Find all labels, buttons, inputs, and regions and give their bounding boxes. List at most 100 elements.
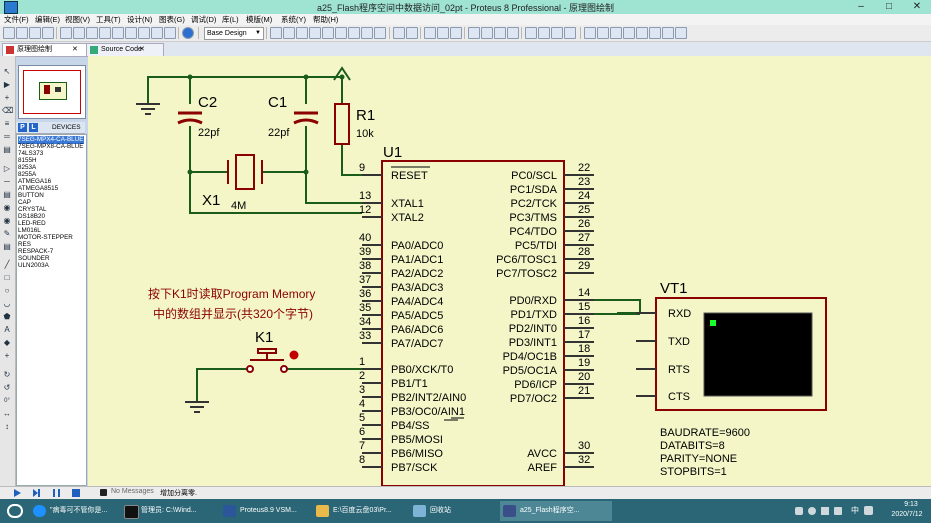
close-tab-icon[interactable]: ✕	[139, 46, 145, 53]
probe-mode-icon[interactable]: ✎	[3, 229, 11, 238]
taskbar-item-browser[interactable]: "病毒可不管你是...	[30, 501, 138, 521]
label-mode-icon[interactable]: ⌫	[2, 106, 14, 115]
device-list-item[interactable]: 74LS373	[18, 150, 44, 157]
step-icon[interactable]	[33, 489, 41, 497]
menu-help[interactable]: 帮助(H)	[313, 15, 339, 24]
package-tool-icon[interactable]	[551, 27, 563, 39]
pause-icon[interactable]	[53, 489, 60, 497]
start-button[interactable]	[3, 501, 27, 521]
electrical-rule-check-icon[interactable]	[675, 27, 687, 39]
save-icon[interactable]	[29, 27, 41, 39]
messages-status[interactable]: No Messages	[111, 488, 154, 495]
schematic-icon[interactable]	[73, 27, 85, 39]
wire-autorouter-icon[interactable]	[584, 27, 596, 39]
device-list-item[interactable]: ATMEGA8515	[18, 185, 59, 192]
block-rotate-icon[interactable]	[494, 27, 506, 39]
stop-icon[interactable]	[72, 489, 80, 497]
grid-icon[interactable]	[283, 27, 295, 39]
close-button[interactable]: ✕	[912, 1, 922, 12]
library-manager-button[interactable]: L	[29, 123, 38, 132]
pick-devices-button[interactable]: P	[18, 123, 27, 132]
device-list-item[interactable]: LM016L	[18, 227, 41, 234]
component-mode-icon[interactable]: ▶	[3, 80, 11, 89]
device-list-item[interactable]: CRYSTAL	[18, 206, 47, 213]
mirror-y-icon[interactable]: ↕	[5, 422, 9, 431]
overview-window[interactable]	[18, 65, 86, 119]
device-list-item[interactable]: 8253A	[18, 164, 37, 171]
graph-mode-icon[interactable]: ▤	[3, 190, 11, 199]
open-icon[interactable]	[16, 27, 28, 39]
taskbar-item-cmd[interactable]: 管理员: C:\Wind...	[121, 501, 235, 521]
ime-indicator[interactable]: 中	[851, 506, 859, 515]
zoom-all-icon[interactable]	[348, 27, 360, 39]
gerber-icon[interactable]	[112, 27, 124, 39]
menu-library[interactable]: 库(L)	[222, 15, 239, 24]
network-icon[interactable]	[808, 507, 816, 515]
buses-mode-icon[interactable]: ═	[4, 132, 10, 141]
refresh-icon[interactable]	[270, 27, 282, 39]
taskbar-item-word[interactable]: Proteus8.9 VSM...	[220, 501, 328, 521]
volume-icon[interactable]	[821, 507, 829, 515]
redo-icon[interactable]	[406, 27, 418, 39]
pick-device-icon[interactable]	[525, 27, 537, 39]
clock-time[interactable]: 9:13	[904, 501, 918, 508]
new-sheet-icon[interactable]	[623, 27, 635, 39]
help-icon[interactable]	[182, 27, 194, 39]
origin-icon[interactable]	[296, 27, 308, 39]
decompose-icon[interactable]	[564, 27, 576, 39]
close-tab-icon[interactable]: ✕	[72, 46, 78, 53]
text-mode-icon[interactable]: A	[4, 325, 10, 334]
box-mode-icon[interactable]: □	[4, 273, 10, 282]
zoom-area-icon[interactable]	[361, 27, 373, 39]
copy-icon[interactable]	[437, 27, 449, 39]
maximize-button[interactable]: □	[885, 1, 893, 12]
zoom-out-icon[interactable]	[335, 27, 347, 39]
terminals-mode-icon[interactable]: ▷	[3, 164, 11, 173]
device-list-item[interactable]: BUTTON	[18, 192, 44, 199]
path-mode-icon[interactable]: ⬟	[3, 312, 11, 321]
menu-design[interactable]: 设计(N)	[127, 15, 153, 24]
mirror-x-icon[interactable]: ↔	[3, 409, 11, 418]
marker-mode-icon[interactable]: +	[4, 351, 10, 360]
taskbar-item-explorer[interactable]: E:\百度云盘03\Pr...	[313, 501, 427, 521]
remove-sheet-icon[interactable]	[636, 27, 648, 39]
device-list-item[interactable]: ATMEGA16	[18, 178, 52, 185]
menu-graph[interactable]: 图表(G)	[159, 15, 185, 24]
device-list-item[interactable]: 7SEG-MPX8-CA-BLUE	[18, 143, 84, 150]
subcircuit-mode-icon[interactable]: ▤	[3, 145, 11, 154]
device-list-item[interactable]: SOUNDER	[18, 255, 50, 262]
close-project-icon[interactable]	[42, 27, 54, 39]
device-list-item[interactable]: 8255A	[18, 171, 37, 178]
arc-mode-icon[interactable]: ◡	[3, 299, 11, 308]
device-list-item[interactable]: RESPACK-7	[18, 248, 54, 255]
block-delete-icon[interactable]	[507, 27, 519, 39]
taskbar-item-recycle[interactable]: 回收站	[410, 501, 514, 521]
device-list-item[interactable]: DS18B20	[18, 213, 45, 220]
home-icon[interactable]	[60, 27, 72, 39]
pcb-icon[interactable]	[86, 27, 98, 39]
junction-mode-icon[interactable]: +	[4, 93, 10, 102]
device-list-item[interactable]: ULN2003A	[18, 262, 49, 269]
circle-mode-icon[interactable]: ○	[4, 286, 10, 295]
pan-icon[interactable]	[309, 27, 321, 39]
instrument-mode-icon[interactable]: ▤	[3, 242, 11, 251]
search-tag-icon[interactable]	[597, 27, 609, 39]
keyboard-icon[interactable]	[864, 506, 873, 515]
tray-icon[interactable]	[795, 507, 803, 515]
menu-file[interactable]: 文件(F)	[4, 15, 29, 24]
cut-icon[interactable]	[424, 27, 436, 39]
design-explorer-icon[interactable]	[138, 27, 150, 39]
taskbar-item-proteus[interactable]: a25_Flash程序空...	[500, 501, 612, 521]
minimize-button[interactable]: –	[858, 1, 864, 12]
make-device-icon[interactable]	[538, 27, 550, 39]
play-icon[interactable]	[14, 489, 21, 497]
bill-of-materials-icon[interactable]	[662, 27, 674, 39]
tape-recorder-icon[interactable]: ◉	[3, 203, 11, 212]
new-icon[interactable]	[3, 27, 15, 39]
bom-icon[interactable]	[125, 27, 137, 39]
symbol-mode-icon[interactable]: ◆	[3, 338, 11, 347]
design-select[interactable]: Base Design▼	[204, 27, 264, 40]
menu-debug[interactable]: 调试(D)	[191, 15, 217, 24]
